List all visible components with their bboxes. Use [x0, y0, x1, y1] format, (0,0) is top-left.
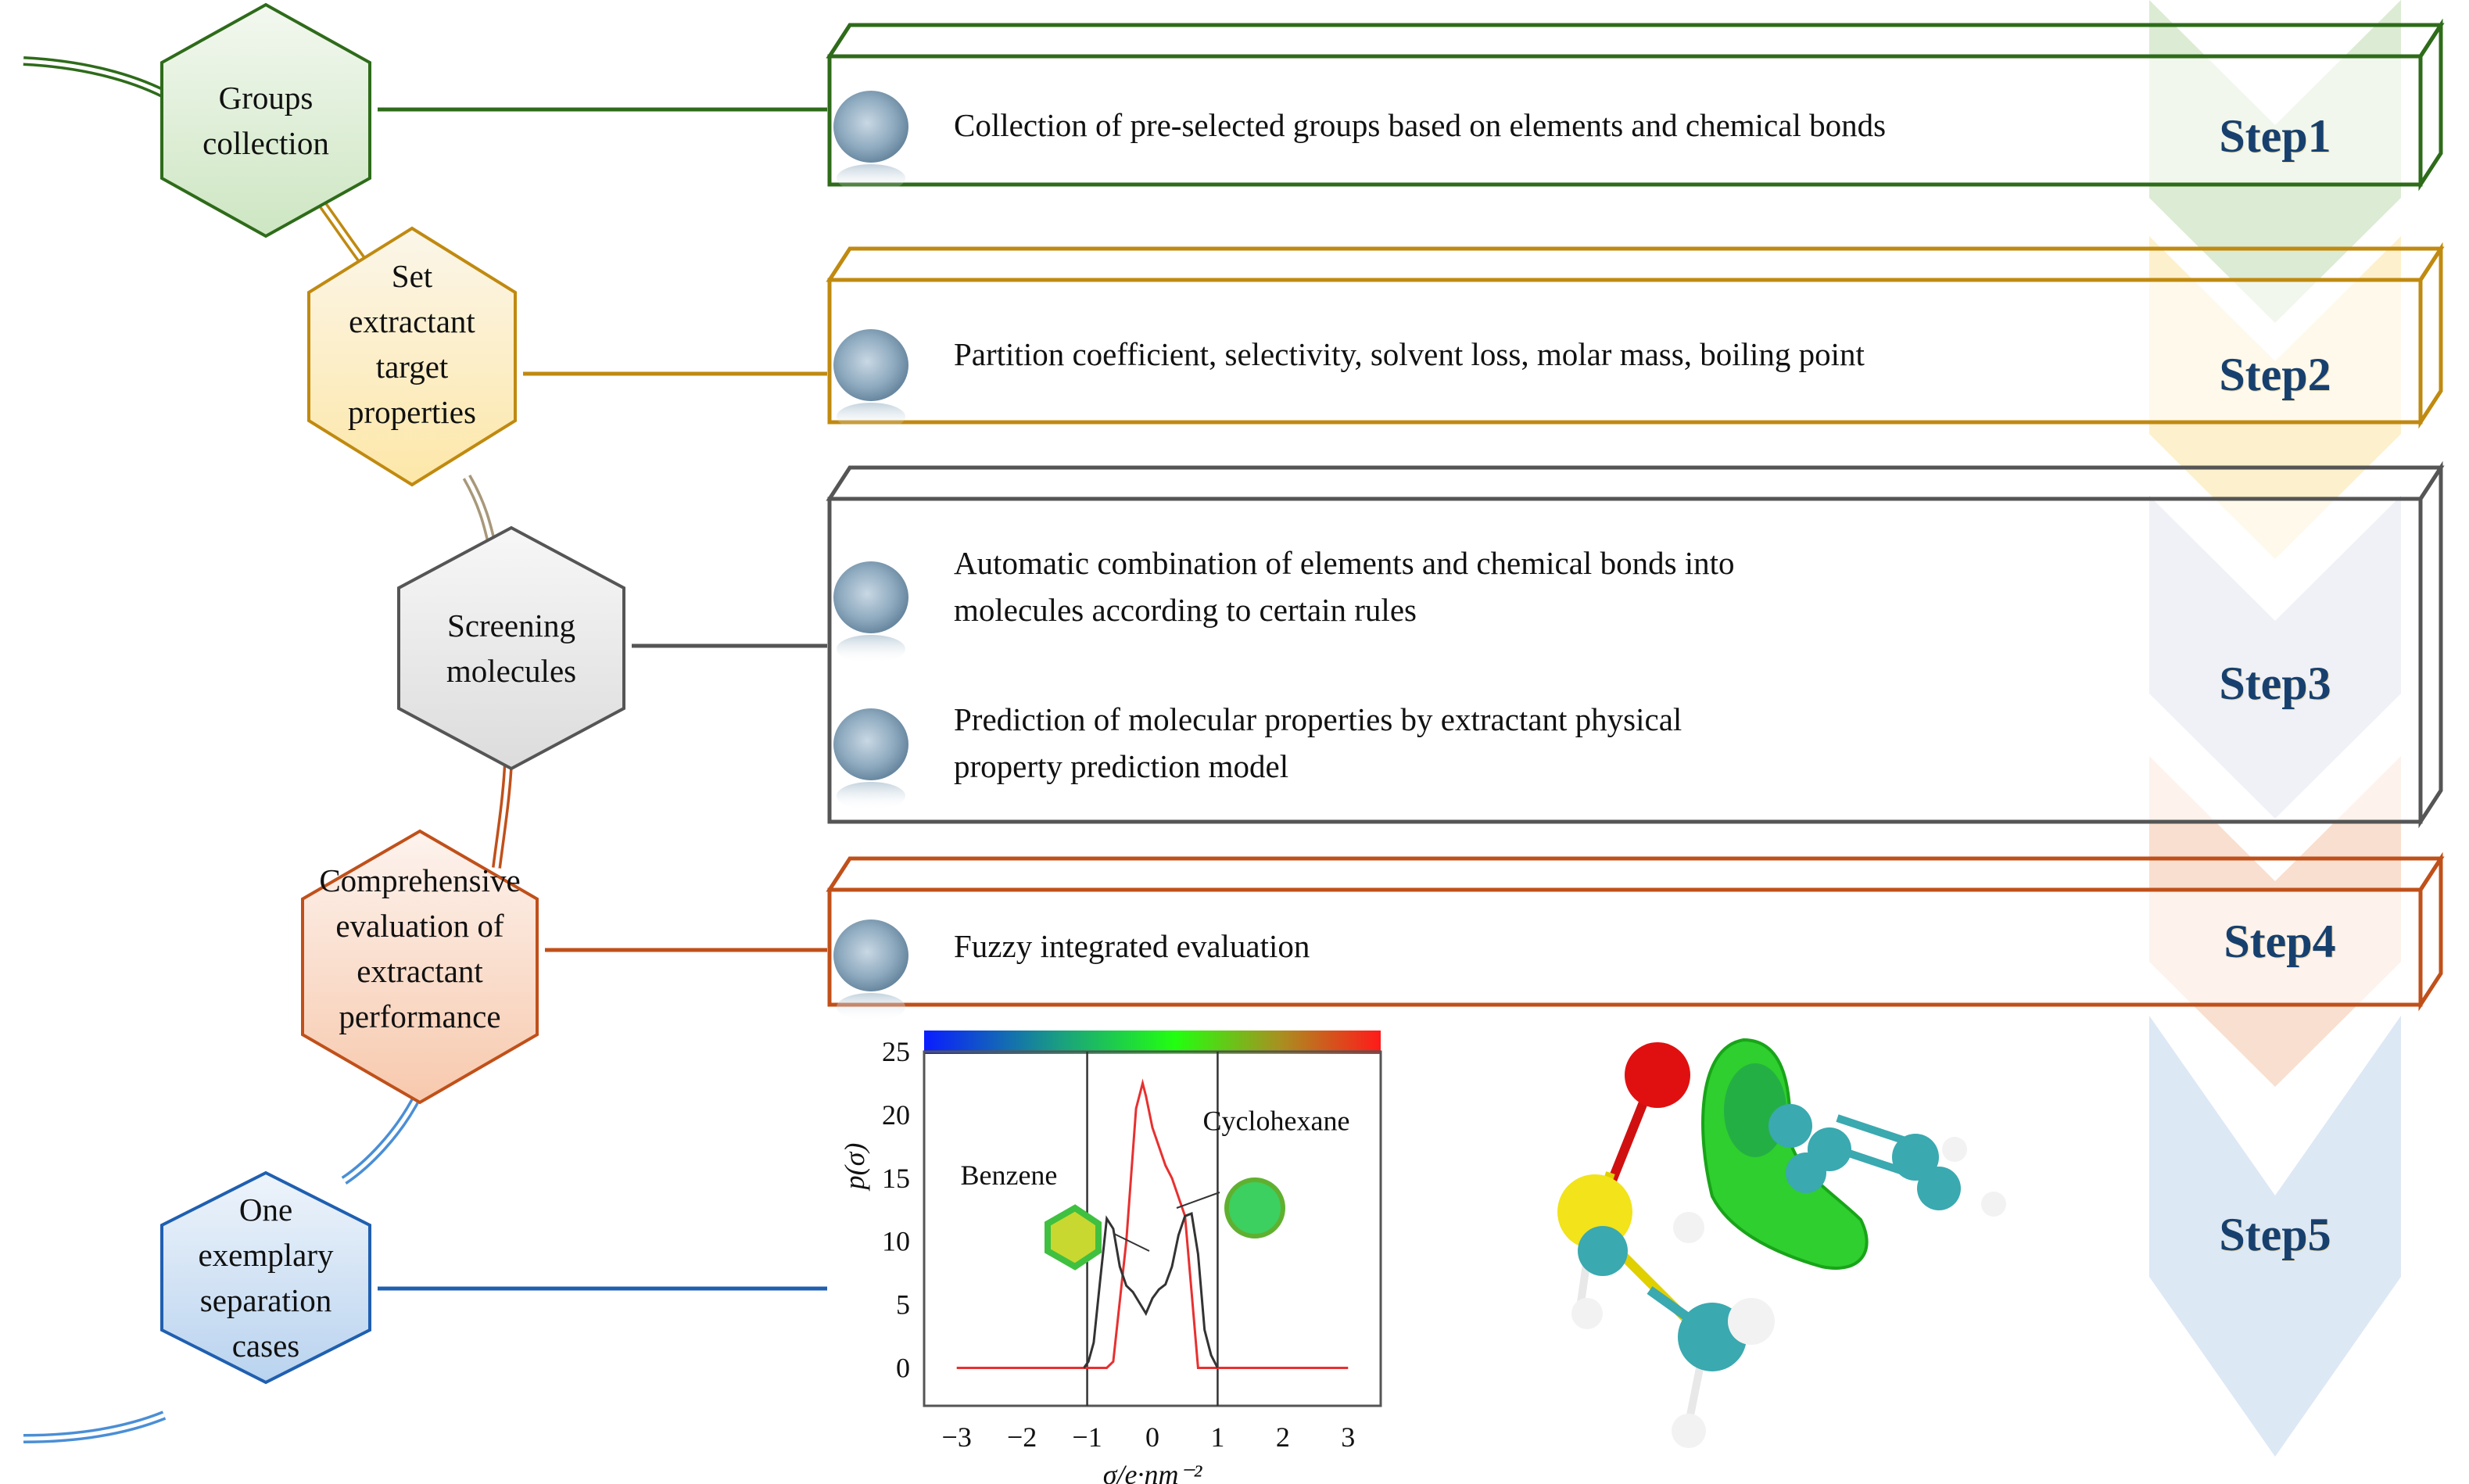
step4-box: [826, 851, 2445, 1021]
step2-box: [826, 242, 2445, 431]
x-axis-label: σ/e·nm⁻²: [1103, 1459, 1203, 1484]
box-side: [2418, 851, 2443, 1012]
bullet-reflection: [837, 403, 905, 431]
hexagon-targets: [307, 226, 517, 487]
y-tick-label: 10: [882, 1226, 910, 1257]
step4-item: Fuzzy integrated evaluation: [954, 928, 1310, 964]
y-tick-label: 20: [882, 1099, 910, 1131]
bullet-icon: [833, 919, 908, 991]
bullet-icon: [833, 329, 908, 401]
x-tick-label: −2: [1007, 1421, 1037, 1453]
step5-label: Step5: [2219, 1209, 2331, 1260]
hexagon-groups: [160, 2, 371, 238]
y-tick-label: 25: [882, 1036, 910, 1067]
x-tick-label: 0: [1145, 1421, 1159, 1453]
box-side: [2418, 242, 2443, 429]
y-tick-label: 15: [882, 1163, 910, 1194]
series-cyclohexane: [956, 1078, 1349, 1369]
sigma-profile-chart: −3 −2 −1 0 1 2 3 0 5 10 15 20 25 σ/e·nm⁻² p(σ) Benzene C…: [839, 1031, 1382, 1484]
cyclohexane-pointer-arrow: [1176, 1192, 1220, 1209]
step1-item: Collection of pre-selected groups based …: [954, 107, 1887, 143]
series-benzene: [1083, 1212, 1219, 1369]
bullet-reflection: [837, 993, 905, 1021]
box-side: [2418, 461, 2443, 829]
y-tick-label: 5: [896, 1289, 910, 1321]
hexagon-evaluation: [301, 829, 539, 1105]
benzene-surface-icon: [1045, 1204, 1102, 1271]
step3-item-2: Prediction of molecular properties by ex…: [954, 701, 1682, 784]
chain-link-start: [23, 56, 167, 99]
benzene-pointer-arrow: [1113, 1233, 1150, 1252]
box-front: [827, 887, 2423, 1007]
x-tick-label: −3: [942, 1421, 972, 1453]
step2-label: Step2: [2219, 349, 2331, 400]
colorbar: [924, 1031, 1381, 1054]
bullet-reflection: [837, 164, 905, 192]
bullet-icon: [833, 561, 908, 633]
chain-link-4: [341, 1092, 423, 1185]
hexagon-case: [160, 1170, 371, 1385]
hexagon-screening: [397, 525, 625, 771]
chain-link-start-inner: [23, 59, 166, 96]
x-tick-label: 2: [1276, 1421, 1290, 1453]
step4-label: Step4: [2224, 916, 2336, 967]
bullet-reflection: [837, 635, 905, 663]
chain-link-end-inner: [23, 1413, 165, 1441]
box-front: [827, 496, 2423, 824]
step3-box: [826, 461, 2445, 829]
x-tick-label: 3: [1341, 1421, 1355, 1453]
step1-label: Step1: [2219, 110, 2331, 162]
bullet-icon: [833, 708, 908, 780]
step2-item: Partition coefficient, selectivity, solv…: [954, 336, 1865, 372]
step3-label: Step3: [2219, 658, 2331, 709]
chain-link-4-inner: [342, 1093, 421, 1183]
annotation-benzene: Benzene: [960, 1160, 1057, 1191]
x-tick-label: 1: [1210, 1421, 1224, 1453]
step3-item-1: Automatic combination of elements and ch…: [954, 545, 1735, 628]
bullet-reflection: [837, 782, 905, 810]
bullet-icon: [833, 91, 908, 163]
step5-chevron: [2149, 1016, 2401, 1457]
plot-frame: [923, 1050, 1382, 1407]
step1-box: [826, 18, 2445, 192]
box-side: [2418, 18, 2443, 192]
x-tick-label: −1: [1072, 1421, 1102, 1453]
box-top: [826, 246, 2445, 282]
y-axis-label: p(σ): [839, 1143, 870, 1192]
cyclohexane-surface-icon: [1224, 1178, 1285, 1238]
annotation-cyclohexane: Cyclohexane: [1203, 1105, 1350, 1136]
chain-link-3-inner: [494, 762, 511, 869]
molecule-illustration: [1557, 1038, 2006, 1448]
y-tick-label: 0: [896, 1352, 910, 1383]
